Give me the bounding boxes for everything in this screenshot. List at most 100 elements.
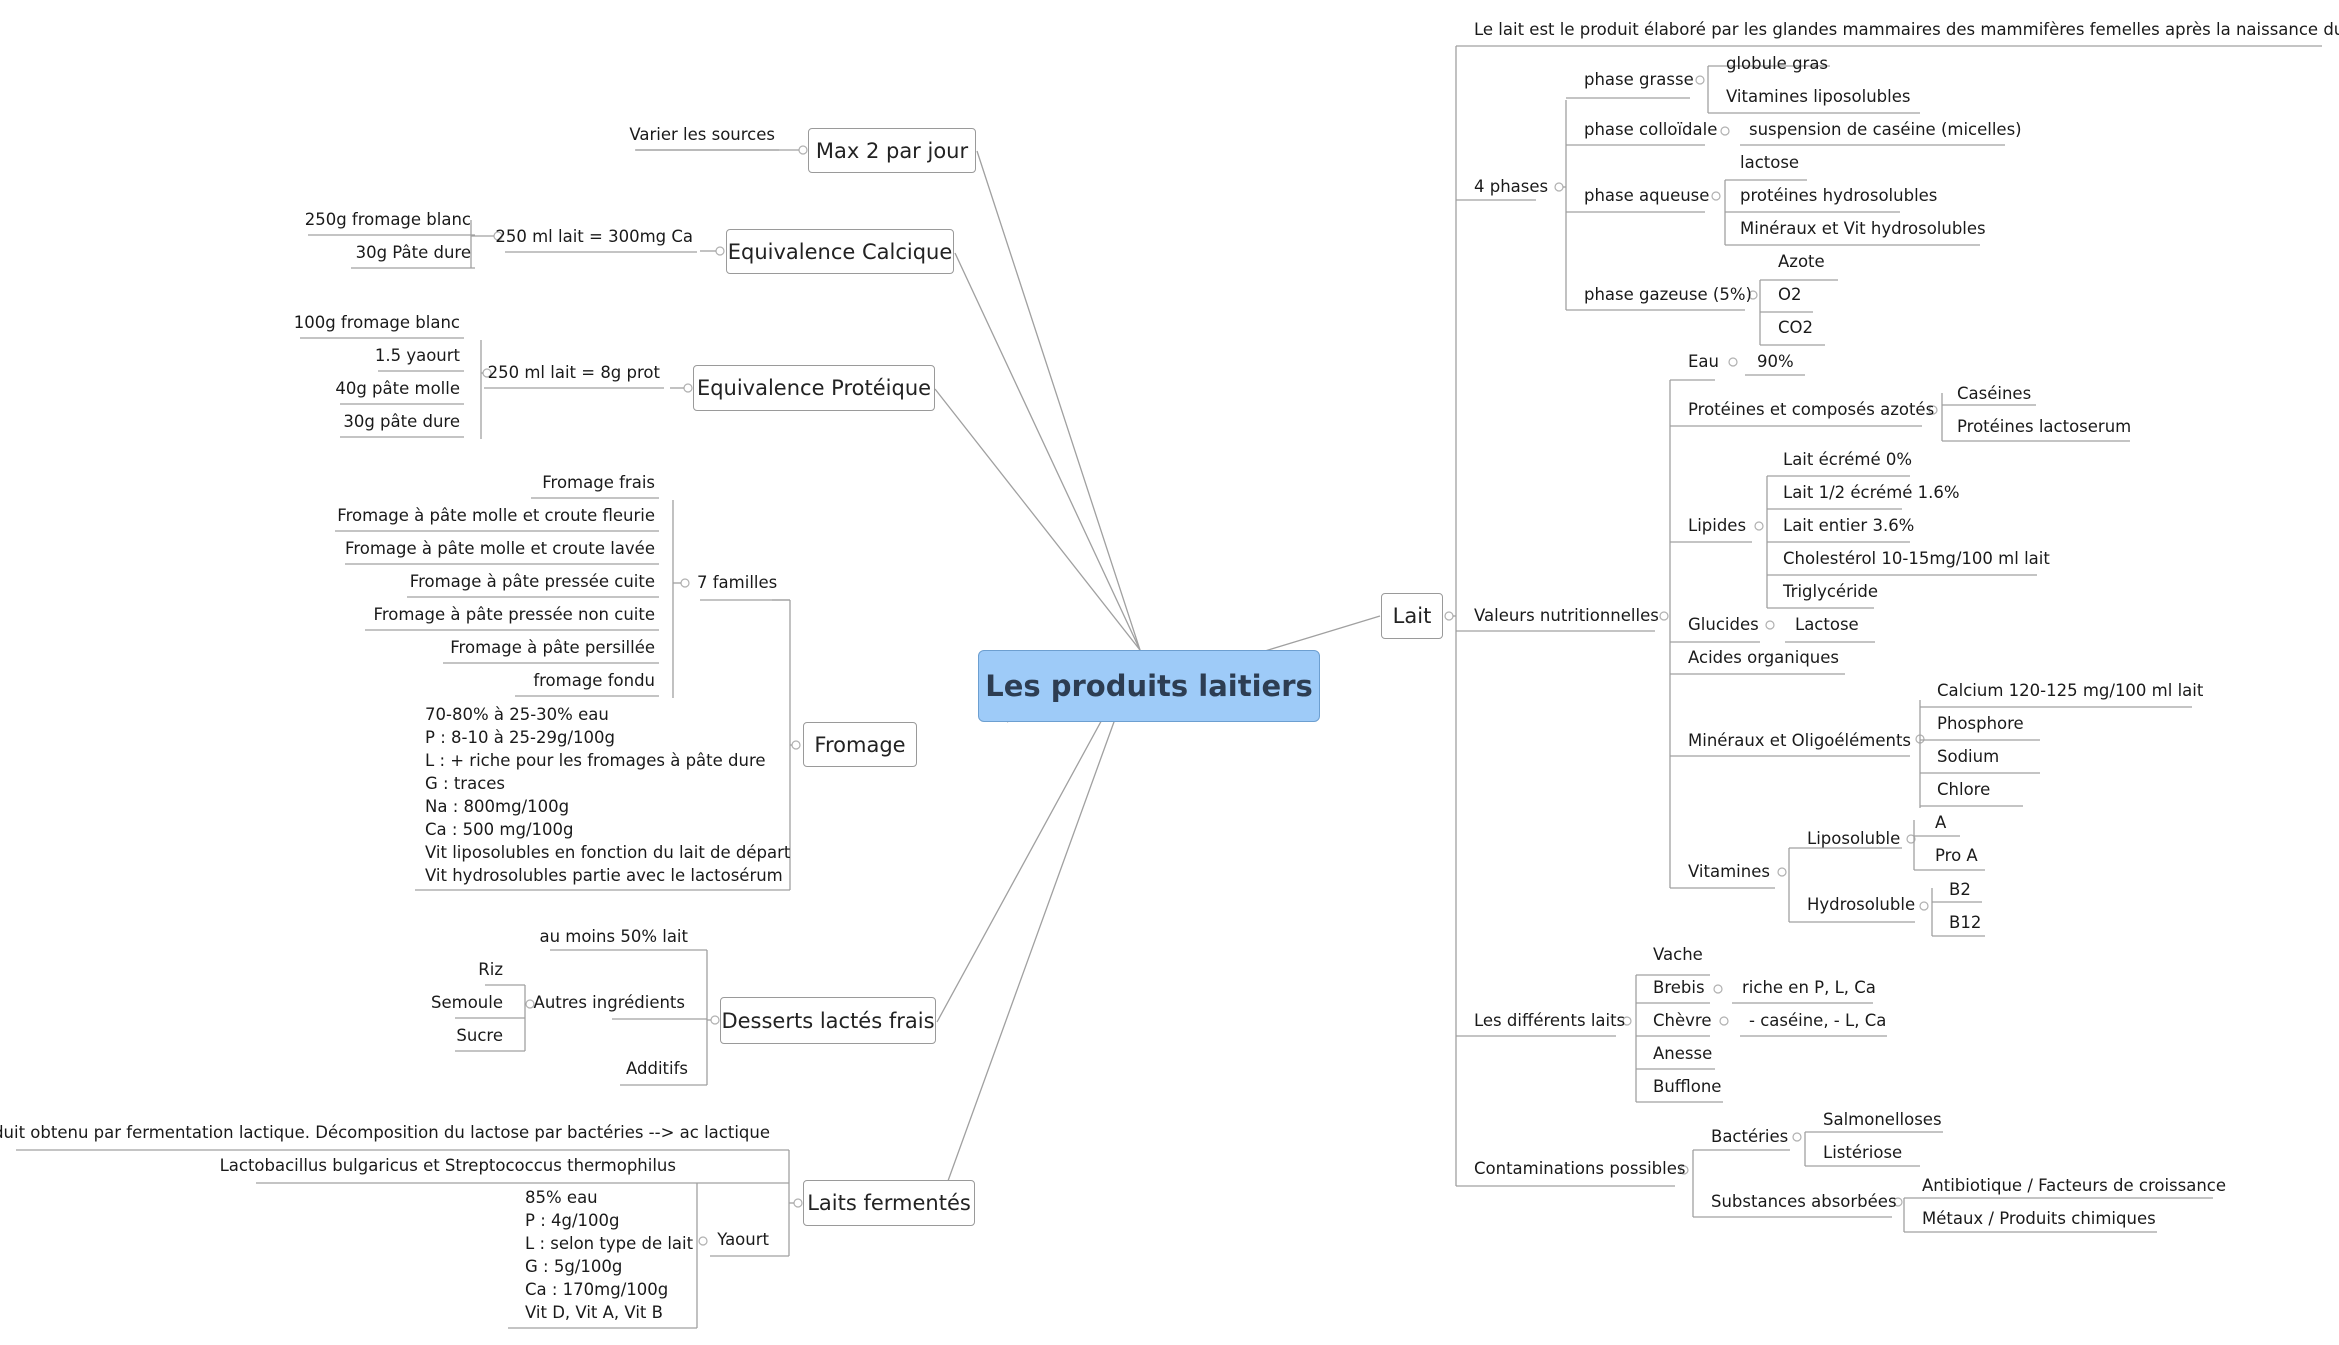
collapse-toggle-icon[interactable] <box>1906 834 1916 844</box>
topic-autres-ingredients[interactable]: Autres ingrédients <box>533 993 685 1012</box>
topic-chevre[interactable]: Chèvre <box>1653 1011 1712 1030</box>
topic-hydrosoluble[interactable]: Hydrosoluble <box>1807 895 1916 914</box>
topic-calcium-120-125-mg-100-ml-lait[interactable]: Calcium 120-125 mg/100 ml lait <box>1937 681 2204 700</box>
main-topic-equivalence-calcique[interactable]: Equivalence Calcique <box>726 229 954 274</box>
topic-riche-en-p-l-ca[interactable]: riche en P, L, Ca <box>1742 978 1876 997</box>
topic-suspension-de-caseine-micelles[interactable]: suspension de caséine (micelles) <box>1749 120 2022 139</box>
topic-globule-gras[interactable]: globule gras <box>1726 54 1829 73</box>
topic-lait-1-2-ecreme-1-6[interactable]: Lait 1/2 écrémé 1.6% <box>1783 483 1960 502</box>
topic-mineraux-et-oligoelements[interactable]: Minéraux et Oligoéléments <box>1688 731 1912 750</box>
collapse-toggle-icon[interactable] <box>1622 1016 1632 1026</box>
topic-fromage-a-pate-pressee-cuite[interactable]: Fromage à pâte pressée cuite <box>409 572 655 591</box>
topic-vitamines[interactable]: Vitamines <box>1688 862 1770 881</box>
topic-metaux-produits-chimiques[interactable]: Métaux / Produits chimiques <box>1922 1209 2156 1228</box>
collapse-toggle-icon[interactable] <box>715 246 725 256</box>
topic-yaourt[interactable]: Yaourt <box>717 1230 769 1249</box>
topic-phase-grasse[interactable]: phase grasse <box>1584 70 1694 89</box>
collapse-toggle-icon[interactable] <box>710 1015 720 1025</box>
topic-listeriose[interactable]: Listériose <box>1823 1143 1903 1162</box>
topic-eau[interactable]: Eau <box>1688 352 1719 371</box>
collapse-toggle-icon[interactable] <box>1777 867 1787 877</box>
collapse-toggle-icon[interactable] <box>1748 290 1758 300</box>
topic-lactobacillus-bulgaricus-et-streptococcu[interactable]: Lactobacillus bulgaricus et Streptococcu… <box>219 1156 676 1175</box>
topic-riz[interactable]: Riz <box>478 960 503 979</box>
topic-valeurs-nutritionnelles[interactable]: Valeurs nutritionnelles <box>1474 606 1659 625</box>
topic-proteines-lactoserum[interactable]: Protéines lactoserum <box>1957 417 2132 436</box>
topic-1-5-yaourt[interactable]: 1.5 yaourt <box>374 346 460 365</box>
topic-100g-fromage-blanc[interactable]: 100g fromage blanc <box>293 313 460 332</box>
topic-co2[interactable]: CO2 <box>1778 318 1814 337</box>
topic-30g-pate-dure[interactable]: 30g pâte dure <box>343 412 460 431</box>
topic-fromage-a-pate-molle-et-croute-lavee[interactable]: Fromage à pâte molle et croute lavée <box>345 539 655 558</box>
collapse-toggle-icon[interactable] <box>798 145 808 155</box>
topic-azote[interactable]: Azote <box>1778 252 1825 271</box>
topic-4-phases[interactable]: 4 phases <box>1474 177 1549 196</box>
topic-a[interactable]: A <box>1935 813 1947 832</box>
collapse-toggle-icon[interactable] <box>1928 405 1938 415</box>
topic-le-lait-est-le-produit-elabore-par-les-g[interactable]: Le lait est le produit élaboré par les g… <box>1474 20 2339 39</box>
collapse-toggle-icon[interactable] <box>1893 1197 1903 1207</box>
topic-40g-pate-molle[interactable]: 40g pâte molle <box>335 379 460 398</box>
topic-chlore[interactable]: Chlore <box>1937 780 1991 799</box>
topic-vache[interactable]: Vache <box>1653 945 1703 964</box>
topic-caseines[interactable]: Caséines <box>1957 384 2032 403</box>
main-topic-laits-fermentes[interactable]: Laits fermentés <box>803 1180 975 1226</box>
collapse-toggle-icon[interactable] <box>1765 620 1775 630</box>
collapse-toggle-icon[interactable] <box>698 1236 708 1246</box>
topic-30g-pate-dure[interactable]: 30g Pâte dure <box>355 243 471 262</box>
topic-sodium[interactable]: Sodium <box>1937 747 2000 766</box>
collapse-toggle-icon[interactable] <box>1679 1165 1689 1175</box>
topic-les-differents-laits[interactable]: Les différents laits <box>1474 1011 1626 1030</box>
topic-mineraux-et-vit-hydrosolubles[interactable]: Minéraux et Vit hydrosolubles <box>1740 219 1986 238</box>
topic-produit-obtenu-par-fermentation-lactique[interactable]: Produit obtenu par fermentation lactique… <box>0 1123 770 1142</box>
collapse-toggle-icon[interactable] <box>1711 191 1721 201</box>
collapse-toggle-icon[interactable] <box>1444 611 1454 621</box>
topic-substances-absorbees[interactable]: Substances absorbées <box>1711 1192 1897 1211</box>
collapse-toggle-icon[interactable] <box>1919 901 1929 911</box>
topic-liposoluble[interactable]: Liposoluble <box>1807 829 1901 848</box>
topic-phase-colloidale[interactable]: phase colloïdale <box>1584 120 1718 139</box>
topic-b12[interactable]: B12 <box>1949 913 1982 932</box>
topic-o2[interactable]: O2 <box>1778 285 1802 304</box>
topic-250g-fromage-blanc[interactable]: 250g fromage blanc <box>304 210 471 229</box>
collapse-toggle-icon[interactable] <box>791 740 801 750</box>
topic-vitamines-liposolubles[interactable]: Vitamines liposolubles <box>1726 87 1911 106</box>
topic-caseine-l-ca[interactable]: - caséine, - L, Ca <box>1749 1011 1887 1030</box>
topic-proteines-et-composes-azotes[interactable]: Protéines et composés azotés <box>1688 400 1935 419</box>
topic-au-moins-50-lait[interactable]: au moins 50% lait <box>539 927 688 946</box>
topic-triglyceride[interactable]: Triglycéride <box>1783 582 1879 601</box>
topic-anesse[interactable]: Anesse <box>1653 1044 1713 1063</box>
topic-glucides[interactable]: Glucides <box>1688 615 1759 634</box>
topic-phase-aqueuse[interactable]: phase aqueuse <box>1584 186 1710 205</box>
collapse-toggle-icon[interactable] <box>1659 611 1669 621</box>
topic-phase-gazeuse-5[interactable]: phase gazeuse (5%) <box>1584 285 1752 304</box>
topic-semoule[interactable]: Semoule <box>431 993 503 1012</box>
topic-b2[interactable]: B2 <box>1949 880 1971 899</box>
collapse-toggle-icon[interactable] <box>1713 984 1723 994</box>
topic-lait-entier-3-6[interactable]: Lait entier 3.6% <box>1783 516 1915 535</box>
topic-additifs[interactable]: Additifs <box>626 1059 688 1078</box>
main-topic-fromage[interactable]: Fromage <box>803 722 917 767</box>
topic-85-eau[interactable]: 85% eau P : 4g/100g L : selon type de la… <box>525 1188 694 1322</box>
topic-fromage-a-pate-pressee-non-cuite[interactable]: Fromage à pâte pressée non cuite <box>373 605 655 624</box>
topic-antibiotique-facteurs-de-croissance[interactable]: Antibiotique / Facteurs de croissance <box>1922 1176 2227 1195</box>
collapse-toggle-icon[interactable] <box>1719 1016 1729 1026</box>
topic-pro-a[interactable]: Pro A <box>1935 846 1978 865</box>
collapse-toggle-icon[interactable] <box>1792 1132 1802 1142</box>
topic-cholesterol-10-15mg-100-ml-lait[interactable]: Cholestérol 10-15mg/100 ml lait <box>1783 549 2050 568</box>
topic-70-80-a-25-30-eau[interactable]: 70-80% à 25-30% eau P : 8-10 à 25-29g/10… <box>425 705 791 885</box>
central-topic-les-produits-laitiers[interactable]: Les produits laitiers <box>978 650 1320 722</box>
topic-90[interactable]: 90% <box>1757 352 1794 371</box>
collapse-toggle-icon[interactable] <box>680 578 690 588</box>
collapse-toggle-icon[interactable] <box>793 1198 803 1208</box>
topic-bacteries[interactable]: Bactéries <box>1711 1127 1789 1146</box>
topic-fromage-a-pate-persillee[interactable]: Fromage à pâte persillée <box>450 638 655 657</box>
topic-brebis[interactable]: Brebis <box>1653 978 1705 997</box>
topic-contaminations-possibles[interactable]: Contaminations possibles <box>1474 1159 1686 1178</box>
collapse-toggle-icon[interactable] <box>1554 182 1564 192</box>
topic-bufflone[interactable]: Bufflone <box>1653 1077 1722 1096</box>
topic-sucre[interactable]: Sucre <box>456 1026 503 1045</box>
topic-250-ml-lait-8g-prot[interactable]: 250 ml lait = 8g prot <box>487 363 660 382</box>
topic-lipides[interactable]: Lipides <box>1688 516 1747 535</box>
topic-fromage-fondu[interactable]: fromage fondu <box>533 671 655 690</box>
